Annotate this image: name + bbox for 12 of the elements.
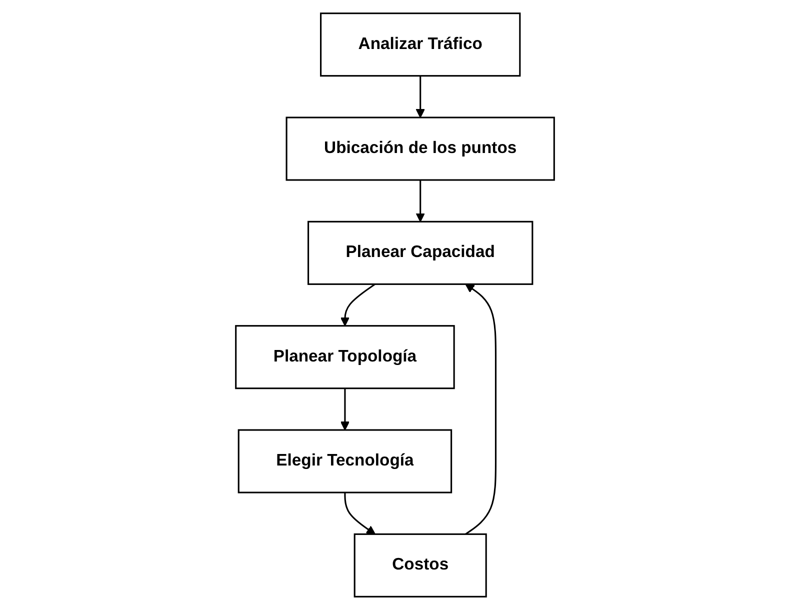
- arrow: [340, 284, 376, 326]
- arrow: [464, 284, 496, 535]
- arrow: [344, 492, 376, 535]
- node-box: Costos: [353, 533, 486, 598]
- arrow: [415, 76, 424, 118]
- arrow: [340, 388, 350, 430]
- node-box: Elegir Tecnología: [237, 429, 452, 494]
- node-box: Ubicación de los puntos: [285, 116, 554, 181]
- node-box: Planear Topología: [234, 325, 454, 390]
- node-box: Analizar Tráfico: [320, 12, 520, 77]
- node-box: Planear Capacidad: [307, 220, 533, 285]
- arrow: [415, 180, 424, 222]
